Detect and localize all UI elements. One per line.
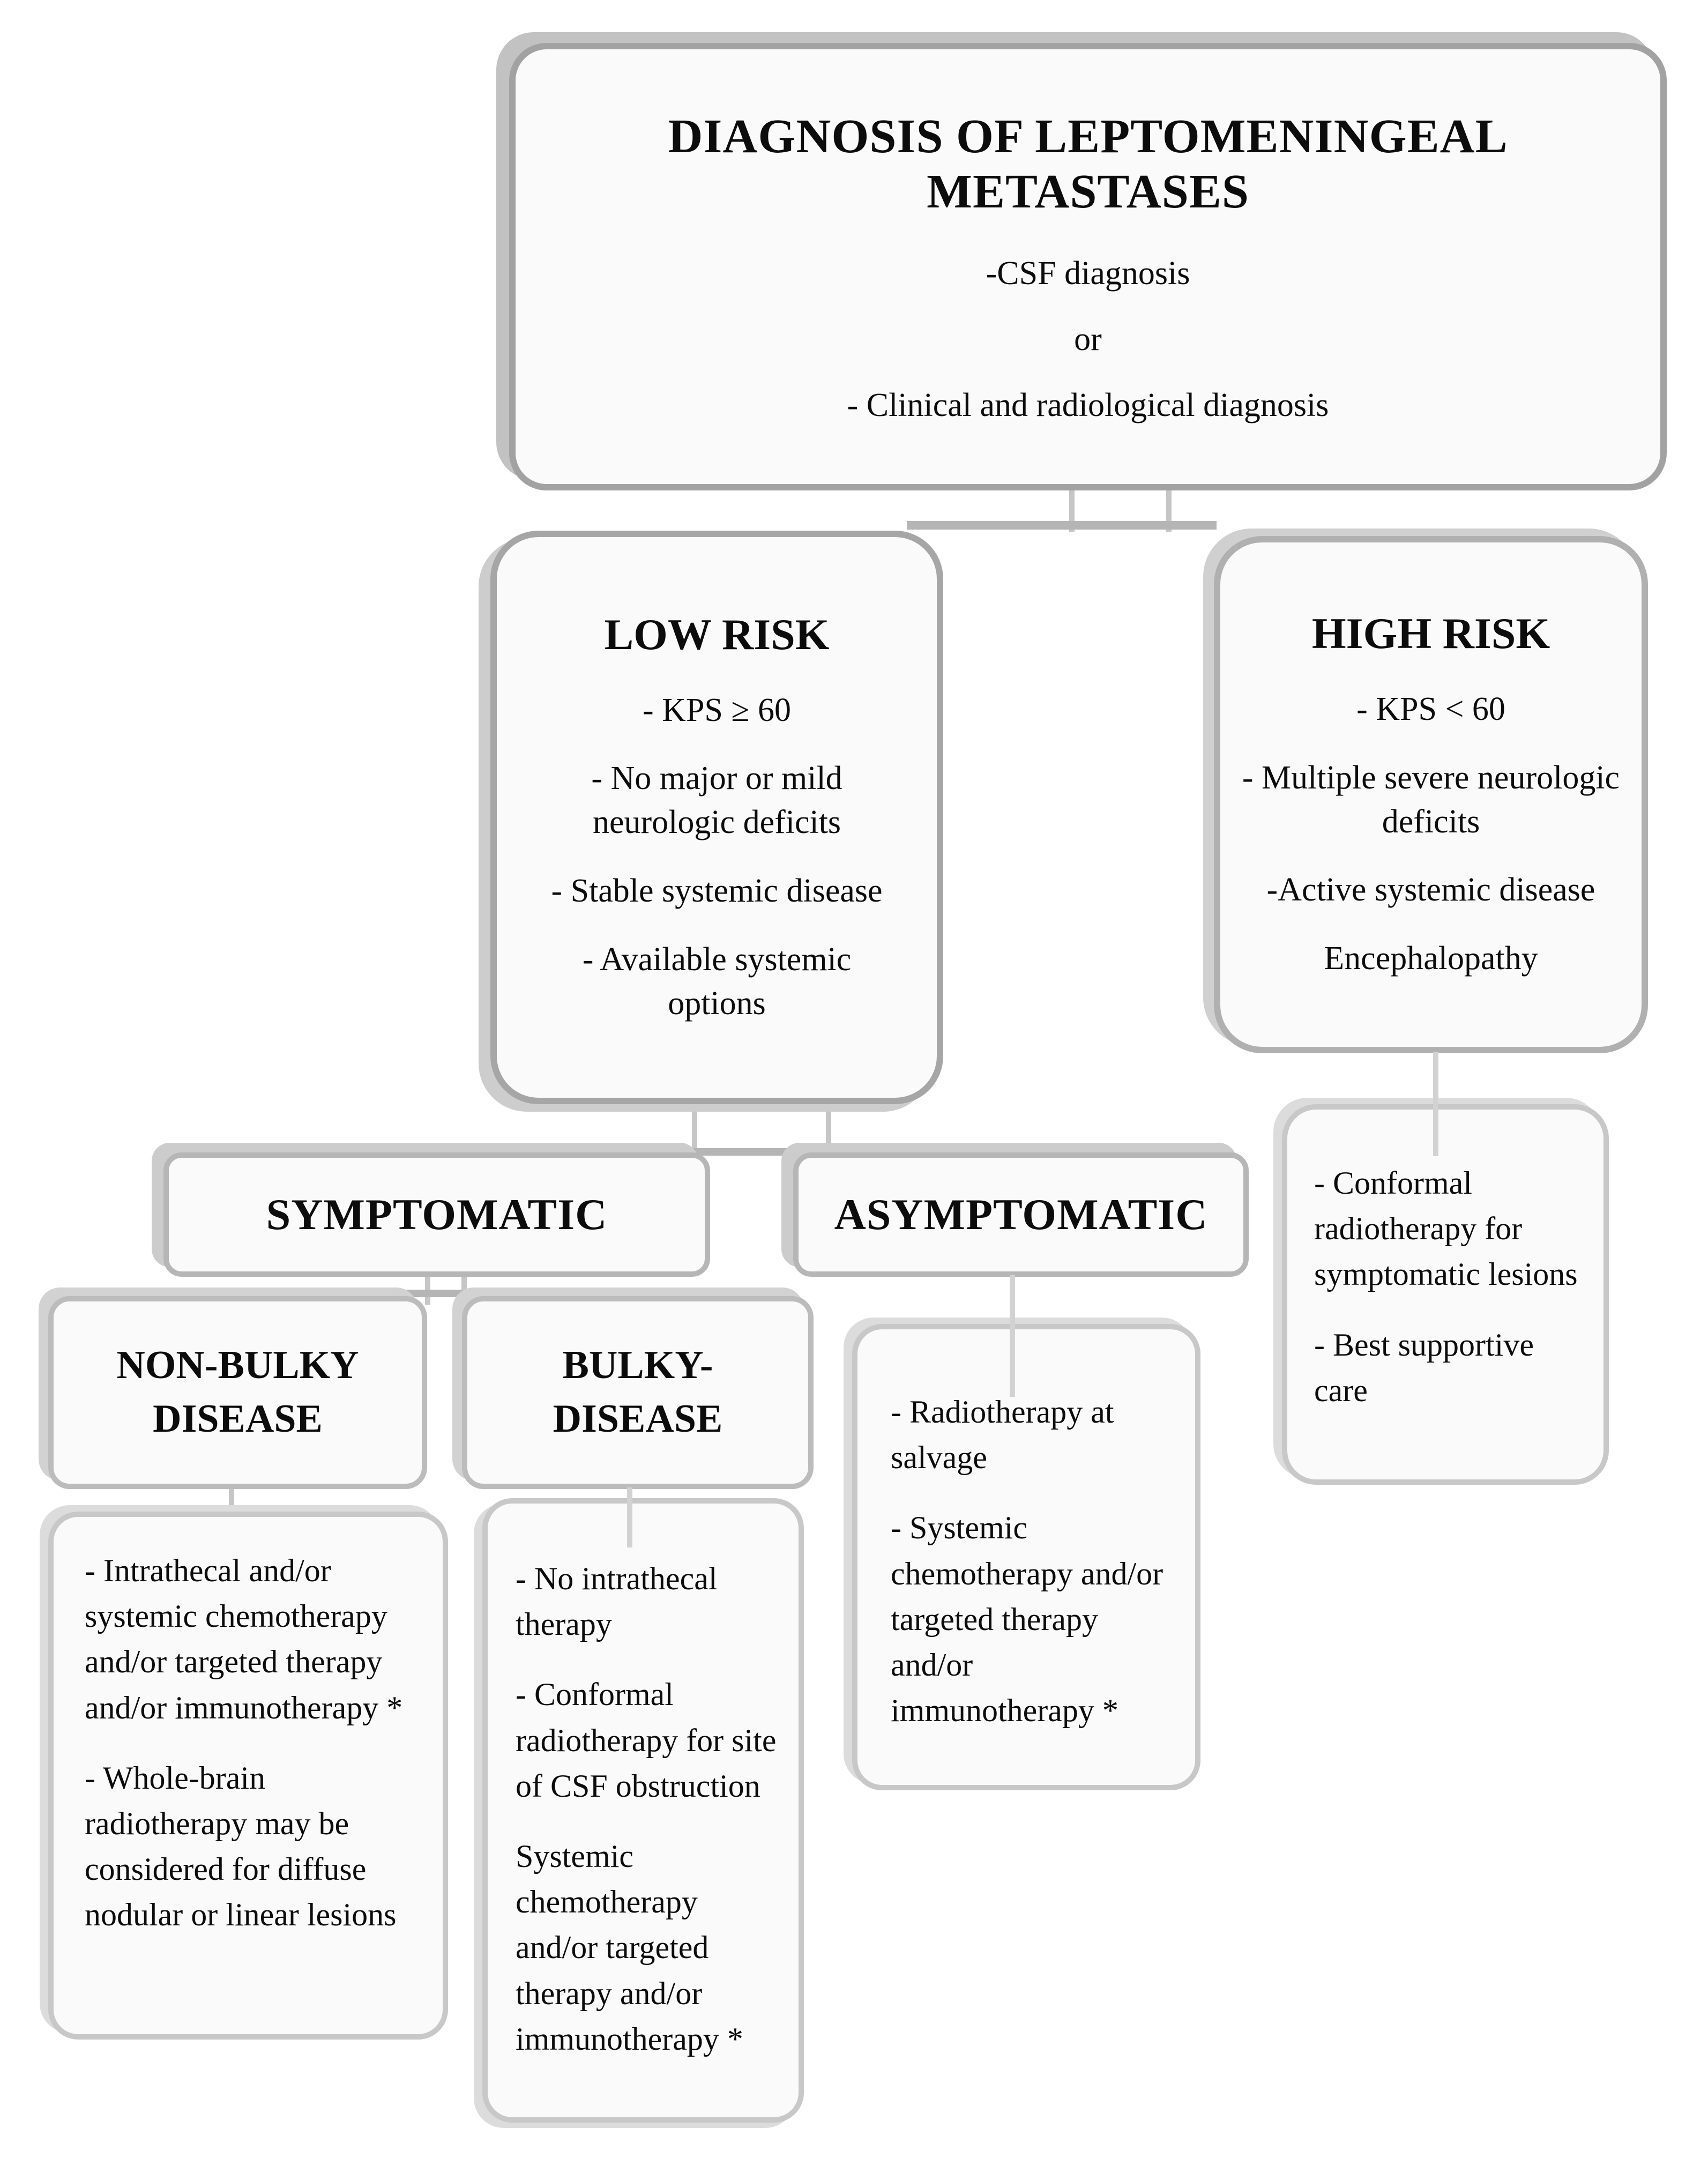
asymptomatic-title: ASYMPTOMATIC [834,1190,1208,1239]
connector-disease-level-bar [232,1290,630,1297]
connector-low-risk-to-asymptomatic [826,1102,831,1158]
high-risk-item: - Multiple severe neurologic deficits [1242,759,1620,840]
high-risk-item: - KPS < 60 [1356,690,1505,727]
low-risk-item: - Available systemic options [582,941,852,1022]
low-risk-item: - No major or mild neurologic deficits [591,760,842,841]
diagnosis-line-or: or [1074,321,1102,358]
low-risk-item: - KPS ≥ 60 [643,691,791,728]
bulky-plan-item: Systemic chemotherapy and/or targeted th… [516,1838,743,2057]
asymptomatic-box: ASYMPTOMATIC [793,1152,1249,1277]
diagnosis-line-clinical: - Clinical and radiological diagnosis [847,387,1329,423]
bulky-plan-item: - No intrathecal therapy [516,1561,718,1642]
connector-symptomatic-to-bulky [461,1271,467,1305]
asymptomatic-plan-item: - Systemic chemotherapy and/or targeted … [891,1510,1163,1729]
asymptomatic-plan-box: - Radiotherapy at salvage - Systemic che… [852,1324,1200,1790]
connector-non-bulky-to-plan [229,1487,234,1531]
bulky-plan-item: - Conformal radiotherapy for site of CSF… [516,1677,777,1804]
connector-root-branch-bar [907,521,1217,530]
bulky-disease-title: BULKY- DISEASE [553,1343,723,1441]
connector-high-risk-to-plan [1433,1052,1438,1156]
connector-root-to-low-risk [1069,489,1075,532]
high-risk-plan-item: - Conformal radiotherapy for symptomatic… [1314,1165,1578,1292]
diagnosis-title: DIAGNOSIS OF LEPTOMENINGEAL METASTASES [668,110,1508,218]
non-bulky-plan-item: - Whole-brain radiotherapy may be consid… [85,1760,397,1933]
connector-low-risk-to-symptomatic [692,1102,697,1158]
low-risk-item: - Stable systemic disease [551,873,883,909]
non-bulky-disease-box: NON-BULKY DISEASE [48,1296,427,1489]
asymptomatic-plan-item: - Radiotherapy at salvage [891,1394,1114,1476]
high-risk-item: -Active systemic disease [1266,872,1595,909]
diagnosis-box: DIAGNOSIS OF LEPTOMENINGEAL METASTASES -… [509,43,1667,490]
bulky-plan-box: - No intrathecal therapy - Conformal rad… [482,1498,804,2123]
bulky-disease-box: BULKY- DISEASE [462,1296,814,1489]
connector-symptomatic-to-non-bulky [425,1271,430,1305]
connector-bulky-to-plan [627,1487,632,1547]
high-risk-box: HIGH RISK - KPS < 60 - Multiple severe n… [1214,536,1648,1053]
symptomatic-box: SYMPTOMATIC [163,1152,710,1277]
symptomatic-title: SYMPTOMATIC [266,1190,608,1239]
low-risk-box: LOW RISK - KPS ≥ 60 - No major or mild n… [490,531,943,1104]
non-bulky-disease-title: NON-BULKY DISEASE [116,1343,359,1441]
high-risk-plan-item: - Best supportive care [1314,1327,1534,1408]
connector-root-to-high-risk [1166,489,1172,532]
diagnosis-line-csf: -CSF diagnosis [986,255,1190,292]
low-risk-title: LOW RISK [604,609,830,659]
high-risk-plan-box: - Conformal radiotherapy for symptomatic… [1282,1104,1609,1485]
connector-asymptomatic-to-plan [1010,1275,1015,1397]
non-bulky-plan-box: - Intrathecal and/or systemic chemothera… [48,1512,448,2040]
high-risk-title: HIGH RISK [1311,608,1550,658]
high-risk-item: Encephalopathy [1324,940,1538,977]
non-bulky-plan-item: - Intrathecal and/or systemic chemothera… [85,1553,403,1725]
